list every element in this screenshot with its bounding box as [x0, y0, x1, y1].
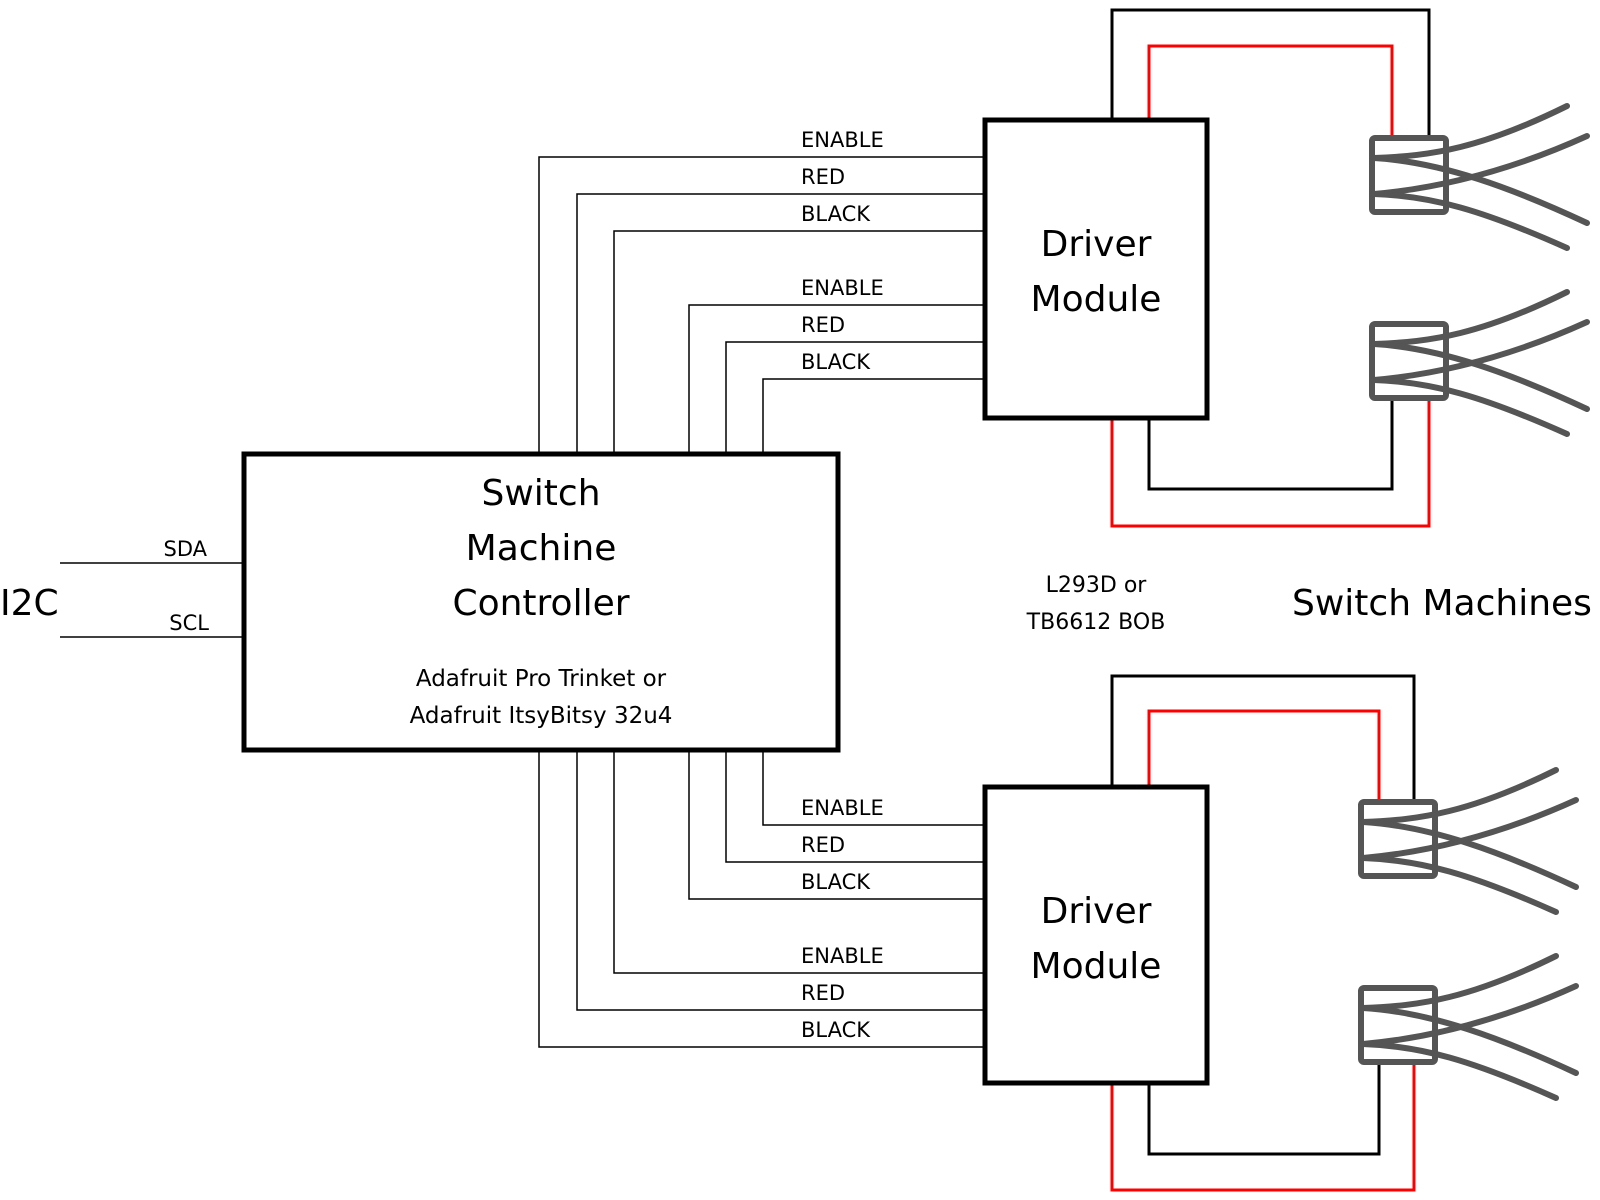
i2c-bus: SDA SCL I2C [0, 537, 242, 638]
wire-lower-enable-2 [613, 750, 985, 974]
signal-label: BLACK [801, 202, 871, 226]
signal-label: BLACK [801, 350, 871, 374]
driver-title: Driver [1041, 224, 1152, 265]
controller-title: Switch [481, 473, 600, 514]
loop-red-wire [1110, 398, 1431, 528]
driver-title: Module [1031, 946, 1162, 987]
sda-label: SDA [164, 537, 208, 561]
signal-label: ENABLE [801, 944, 884, 968]
driver-chip-label: TB6612 BOB [1026, 610, 1166, 635]
wire-upper-enable-1 [538, 156, 985, 452]
loop-red-wire [1110, 1065, 1416, 1192]
switch-machine [1369, 289, 1590, 437]
i2c-label: I2C [0, 583, 59, 624]
scl-label: SCL [169, 611, 209, 635]
loop-red-wire [1147, 44, 1394, 138]
loop-black-wire [1110, 8, 1431, 138]
controller-box [241, 451, 841, 753]
controller-block: Switch Machine Controller Adafruit Pro T… [241, 451, 841, 753]
wire-lower-enable-1 [762, 750, 985, 826]
driver-title: Driver [1041, 891, 1152, 932]
wire-upper-black-2 [762, 378, 985, 452]
switch-machine-body [1358, 799, 1438, 879]
loop-black-wire [1147, 1065, 1381, 1156]
wire-lower-black-2 [538, 750, 985, 1048]
lower-bus: ENABLE RED BLACK ENABLE RED BLACK [538, 750, 985, 1048]
switch-machine-rail [1371, 191, 1570, 251]
signal-label: RED [801, 313, 845, 337]
signal-label: BLACK [801, 1018, 871, 1042]
controller-board-option: Adafruit ItsyBitsy 32u4 [410, 703, 673, 729]
switch-machine-rail [1360, 767, 1559, 825]
controller-title: Machine [466, 528, 617, 569]
loop-red-wire [1147, 709, 1381, 802]
controller-board-option: Adafruit Pro Trinket or [416, 666, 667, 692]
wire-upper-black-1 [613, 230, 985, 452]
signal-label: RED [801, 981, 845, 1005]
driver-box [982, 784, 1210, 1086]
wire-lower-black-1 [688, 750, 985, 900]
driver-box [982, 117, 1210, 421]
driver-chip-label: L293D or [1046, 573, 1148, 598]
switch-machine-body [1369, 321, 1449, 401]
switch-machine-rail [1371, 103, 1570, 161]
signal-label: ENABLE [801, 276, 884, 300]
signal-label: RED [801, 165, 845, 189]
switch-machine-body [1358, 985, 1438, 1065]
loop-black-wire [1110, 674, 1416, 802]
switch-machine-rail [1360, 855, 1559, 915]
driver-title: Module [1031, 279, 1162, 320]
switch-machine-rail [1371, 289, 1570, 347]
switch-machine-rail [1371, 319, 1590, 383]
driver-module-1: Driver Module [982, 117, 1210, 421]
switch-machine-rail [1360, 819, 1579, 890]
wire-upper-enable-2 [688, 304, 985, 452]
signal-label: ENABLE [801, 128, 884, 152]
switch-machine [1358, 767, 1579, 915]
upper-bus: ENABLE RED BLACK ENABLE RED BLACK [538, 128, 985, 452]
switch-machine-rail [1371, 377, 1570, 437]
signal-label: RED [801, 833, 845, 857]
switch-machine-rail [1371, 133, 1590, 197]
lower-loops [1110, 674, 1416, 1192]
controller-title: Controller [452, 583, 629, 624]
signal-label: BLACK [801, 870, 871, 894]
switch-machine-rail [1360, 1005, 1579, 1076]
wire-lower-red-1 [725, 750, 985, 863]
switch-machine [1358, 953, 1579, 1101]
signal-label: ENABLE [801, 796, 884, 820]
switch-machine-rail [1371, 155, 1590, 226]
switch-machine-body [1369, 135, 1449, 215]
wire-upper-red-2 [725, 341, 985, 452]
wire-lower-red-2 [576, 750, 985, 1011]
switch-machines-label: Switch Machines [1292, 583, 1592, 624]
wire-upper-red-1 [576, 193, 985, 452]
switch-machine-rail [1360, 983, 1579, 1047]
upper-loops [1110, 8, 1431, 528]
loop-black-wire [1147, 398, 1394, 491]
switch-machine-rail [1371, 341, 1590, 412]
switch-machine-rail [1360, 953, 1559, 1011]
switch-machine-rail [1360, 1041, 1559, 1101]
driver-module-2: Driver Module [982, 784, 1210, 1086]
switch-machine-rail [1360, 797, 1579, 861]
switch-machine [1369, 103, 1590, 251]
